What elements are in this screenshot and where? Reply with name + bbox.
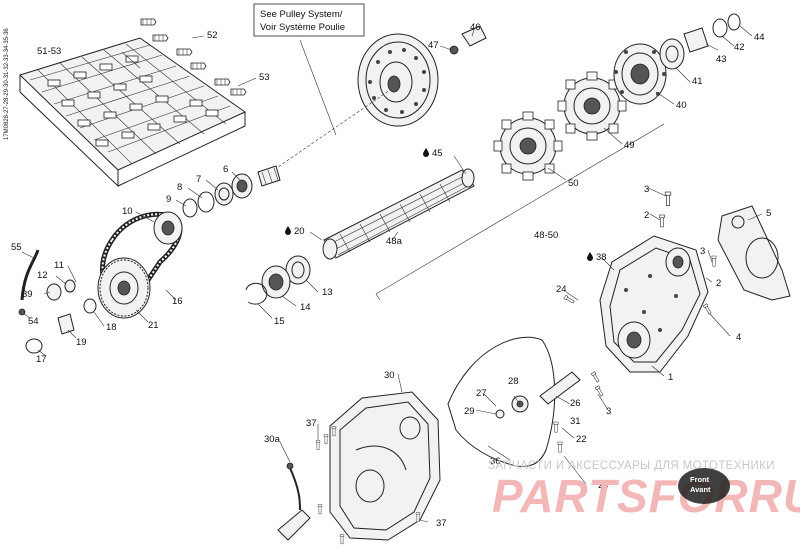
label-48a: 48a bbox=[386, 236, 403, 247]
label-30a: 30a bbox=[264, 434, 281, 445]
label-46: 46 bbox=[470, 22, 481, 33]
label-24: 24 bbox=[556, 284, 567, 295]
chaincase-cover-30 bbox=[329, 391, 441, 541]
label-54: 54 bbox=[28, 316, 39, 327]
label-29: 29 bbox=[464, 406, 475, 417]
gasket-plate-5 bbox=[717, 205, 791, 301]
label-45: 45 bbox=[432, 148, 443, 159]
label-21: 21 bbox=[148, 320, 159, 331]
label-51-53: 51-53 bbox=[37, 46, 61, 57]
box-line-2: Voir Système Poulie bbox=[260, 22, 345, 33]
label-50: 50 bbox=[568, 178, 579, 189]
label-30: 30 bbox=[384, 370, 395, 381]
label-2: 2 bbox=[644, 210, 649, 221]
track-sprocket-49 bbox=[557, 71, 627, 141]
end-bearing-housing bbox=[613, 13, 741, 105]
label-42: 42 bbox=[734, 42, 745, 53]
drive-pulley bbox=[357, 33, 439, 127]
lower-sprocket-21 bbox=[97, 257, 151, 319]
stamp-line-2: Avant bbox=[690, 485, 711, 494]
label-19: 19 bbox=[76, 337, 87, 348]
label-1: 1 bbox=[668, 372, 673, 383]
label-3-c: 3 bbox=[606, 406, 611, 417]
label-5: 5 bbox=[766, 208, 771, 219]
label-12: 12 bbox=[37, 270, 48, 281]
label-6: 6 bbox=[223, 164, 228, 175]
drive-axle bbox=[322, 168, 475, 260]
label-2-b: 2 bbox=[716, 278, 721, 289]
label-37: 37 bbox=[306, 418, 317, 429]
callout-labels: 51-53 52 53 6 7 8 9 10 55 11 12 39 54 19… bbox=[11, 22, 771, 529]
label-38: 38 bbox=[596, 252, 607, 263]
gasket-36 bbox=[447, 336, 556, 467]
dipstick-30a bbox=[277, 462, 311, 541]
stamp-line-1: Front bbox=[690, 475, 710, 484]
shaft-extension bbox=[257, 165, 281, 187]
label-47: 47 bbox=[428, 40, 439, 51]
label-7: 7 bbox=[196, 174, 201, 185]
label-36: 36 bbox=[490, 456, 501, 467]
track-sprocket-50 bbox=[493, 111, 563, 181]
label-8: 8 bbox=[177, 182, 182, 193]
label-3: 3 bbox=[644, 184, 649, 195]
label-31: 31 bbox=[570, 416, 581, 427]
label-9: 9 bbox=[166, 194, 171, 205]
box-line-1: See Pulley System/ bbox=[260, 9, 343, 20]
label-26: 26 bbox=[570, 398, 581, 409]
label-3-b: 3 bbox=[700, 246, 705, 257]
label-18: 18 bbox=[106, 322, 117, 333]
label-10: 10 bbox=[122, 206, 133, 217]
label-27: 27 bbox=[476, 388, 487, 399]
label-37-b: 37 bbox=[436, 518, 447, 529]
label-28: 28 bbox=[508, 376, 519, 387]
speed-sensor bbox=[449, 25, 487, 55]
label-48-50: 48-50 bbox=[534, 230, 558, 241]
label-39: 39 bbox=[22, 289, 33, 300]
label-55: 55 bbox=[11, 242, 22, 253]
bearing-set bbox=[182, 173, 253, 218]
label-22: 22 bbox=[576, 434, 587, 445]
label-23: 23 bbox=[598, 480, 609, 491]
label-13: 13 bbox=[322, 287, 333, 298]
label-17: 17 bbox=[36, 354, 47, 365]
small-hardware-left bbox=[18, 249, 97, 354]
axle-bearing-set bbox=[245, 255, 311, 305]
label-41: 41 bbox=[692, 76, 703, 87]
front-arrow-icon: Front Avant bbox=[678, 468, 730, 504]
watermark-brand: PARTSFORRU bbox=[492, 470, 800, 522]
label-53: 53 bbox=[259, 72, 270, 83]
label-49: 49 bbox=[624, 140, 635, 151]
label-11: 11 bbox=[54, 260, 64, 271]
slide-plate bbox=[19, 37, 246, 188]
label-4: 4 bbox=[736, 332, 741, 343]
label-43: 43 bbox=[716, 54, 727, 65]
label-44: 44 bbox=[754, 32, 765, 43]
leader-lines bbox=[21, 25, 763, 523]
document-code: 17M0828-27-28-29-30-31-32-33-34-35-36 bbox=[4, 28, 10, 140]
pulley-reference-box: See Pulley System/ Voir Système Poulie bbox=[253, 3, 365, 37]
label-52: 52 bbox=[207, 30, 218, 41]
label-15: 15 bbox=[274, 316, 285, 327]
label-40: 40 bbox=[676, 100, 687, 111]
chaincase-housing bbox=[599, 235, 709, 373]
watermark: ЗАПЧАСТИ И АКСЕССУАРЫ ДЛЯ МОТОТЕХНИКИ PA… bbox=[488, 460, 800, 522]
label-20: 20 bbox=[294, 226, 305, 237]
label-16: 16 bbox=[172, 296, 183, 307]
upper-sprocket bbox=[153, 211, 183, 245]
label-14: 14 bbox=[300, 302, 311, 313]
